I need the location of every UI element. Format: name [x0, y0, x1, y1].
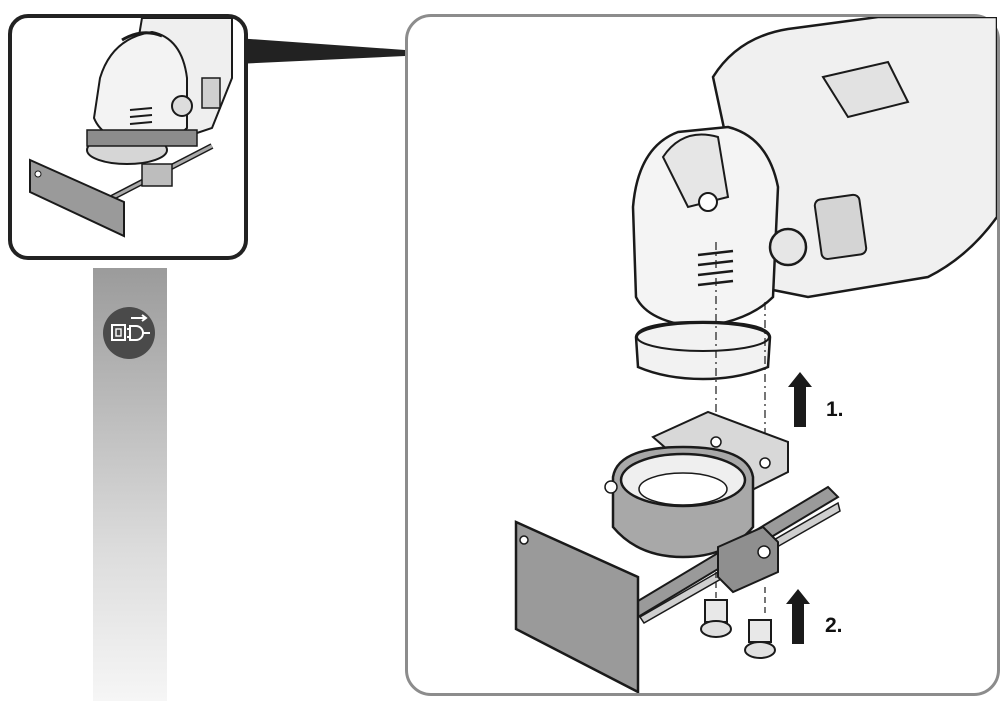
screw-left — [700, 599, 732, 638]
step-label-2: 2. — [825, 614, 843, 637]
thumbnail-overview-frame — [8, 14, 248, 260]
arrow-up-icon — [788, 372, 812, 427]
main-assembly-frame — [405, 14, 1000, 696]
guide-assembly-illustration — [514, 17, 997, 693]
arrow-up-icon — [786, 589, 810, 644]
thumbnail-tool-illustration — [29, 18, 233, 238]
screw-right — [744, 619, 776, 659]
unplug-icon — [103, 307, 155, 359]
step-label-1: 1. — [826, 398, 844, 421]
